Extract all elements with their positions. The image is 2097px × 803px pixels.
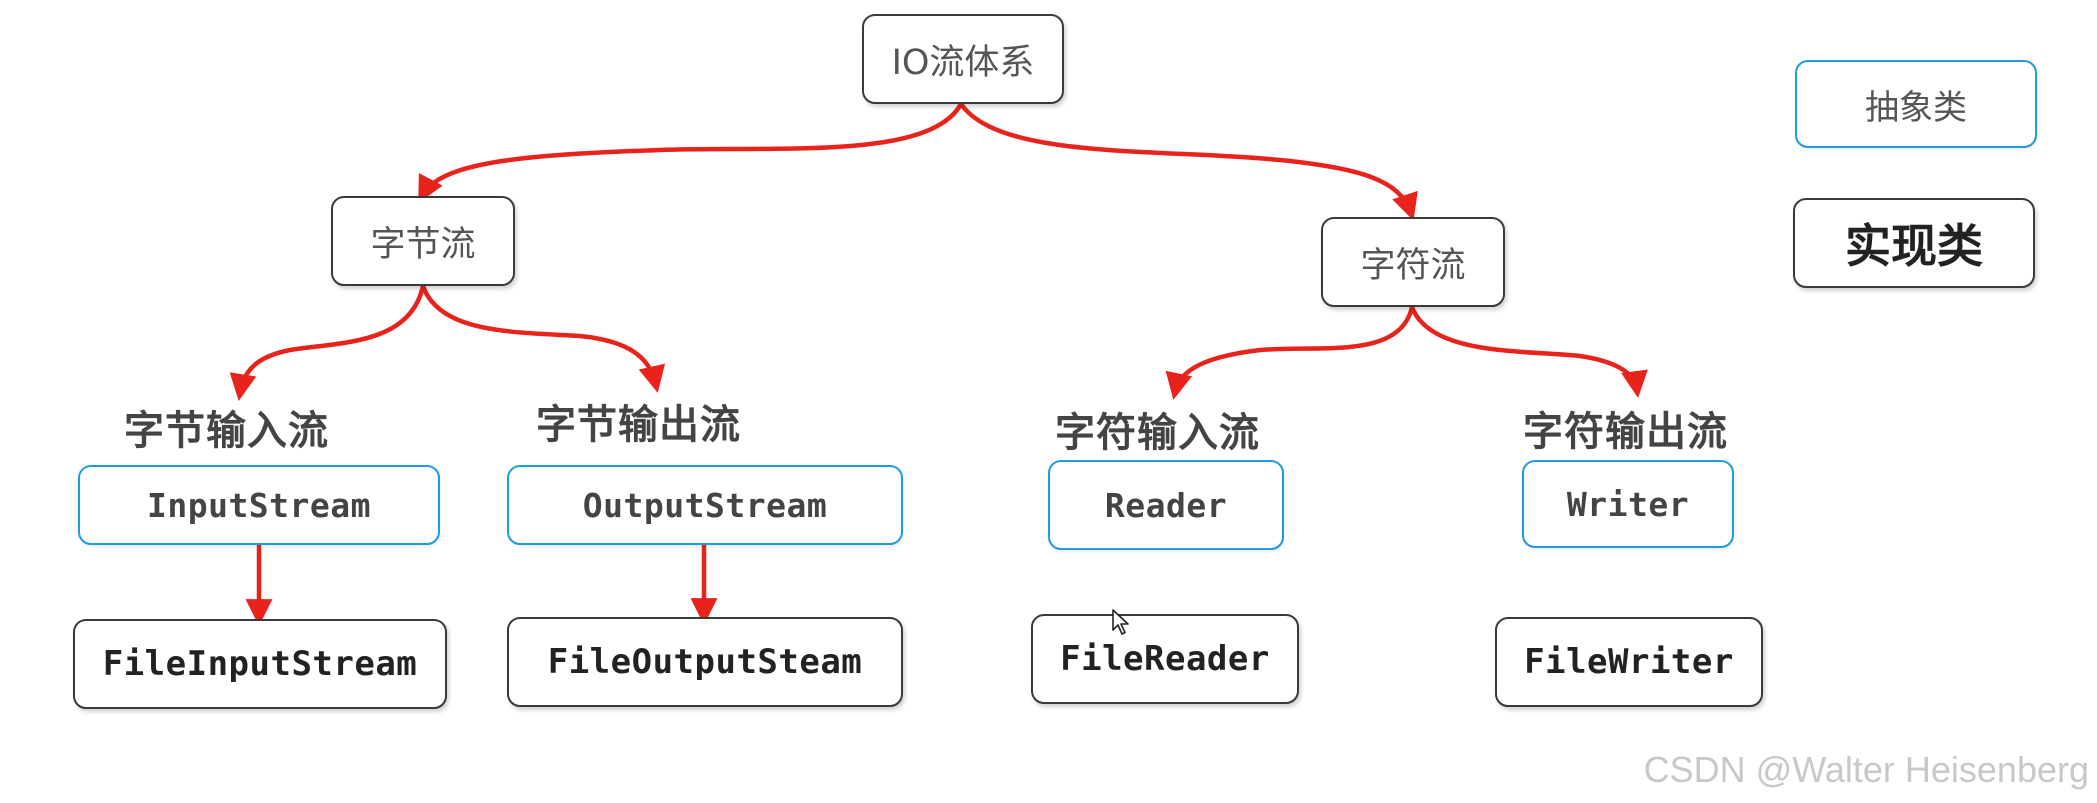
fileinputstream-label: FileInputStream: [102, 644, 418, 684]
writer-node: Writer: [1522, 460, 1734, 548]
char-output-stream-label: 字符输出流: [1523, 409, 1728, 455]
filewriter-label: FileWriter: [1524, 642, 1734, 682]
byte-input-stream-label: 字节输入流: [124, 408, 329, 454]
arrow-byte-stream-to-byte-input: [229, 285, 426, 401]
char-input-stream-label: 字符输入流: [1055, 410, 1260, 456]
filewriter-node: FileWriter: [1495, 617, 1763, 707]
legend-abstract-label: 抽象类: [1865, 87, 1967, 128]
arrow-char-stream-to-char-input: [1165, 306, 1415, 400]
fileinputstream-node: FileInputStream: [73, 619, 447, 709]
outputstream-node: OutputStream: [507, 465, 903, 545]
arrow-char-stream-to-char-output: [1409, 306, 1648, 399]
legend-impl-box: 实现类: [1793, 198, 2035, 288]
inputstream-label: InputStream: [146, 485, 372, 525]
byte-output-stream-label: 字节输出流: [536, 402, 741, 448]
writer-label: Writer: [1566, 484, 1690, 524]
fileoutputsteam-label: FileOutputSteam: [547, 642, 863, 682]
byte-stream-node: 字节流: [331, 196, 515, 286]
watermark: CSDN @Walter Heisenberg: [1643, 749, 2089, 790]
char-stream-node: 字符流: [1321, 217, 1505, 307]
arrow-byte-stream-to-byte-output: [420, 285, 666, 393]
inputstream-node: InputStream: [78, 465, 440, 545]
arrow-root-to-char-stream: [959, 102, 1418, 221]
root-node: IO流体系: [862, 14, 1064, 104]
outputstream-label: OutputStream: [582, 485, 828, 525]
arrow-root-to-byte-stream: [418, 102, 963, 204]
reader-node: Reader: [1048, 460, 1284, 550]
reader-label: Reader: [1104, 485, 1228, 525]
char-stream-label: 字符流: [1360, 245, 1466, 286]
root-node-label: IO流体系: [891, 42, 1035, 83]
byte-stream-label: 字节流: [370, 224, 476, 265]
filereader-node: FileReader: [1031, 614, 1299, 704]
fileoutputsteam-node: FileOutputSteam: [507, 617, 903, 707]
mouse-pointer-icon: [1112, 609, 1129, 635]
legend-impl-label: 实现类: [1845, 219, 1983, 273]
filereader-label: FileReader: [1060, 639, 1270, 679]
legend-abstract-box: 抽象类: [1795, 60, 2037, 148]
